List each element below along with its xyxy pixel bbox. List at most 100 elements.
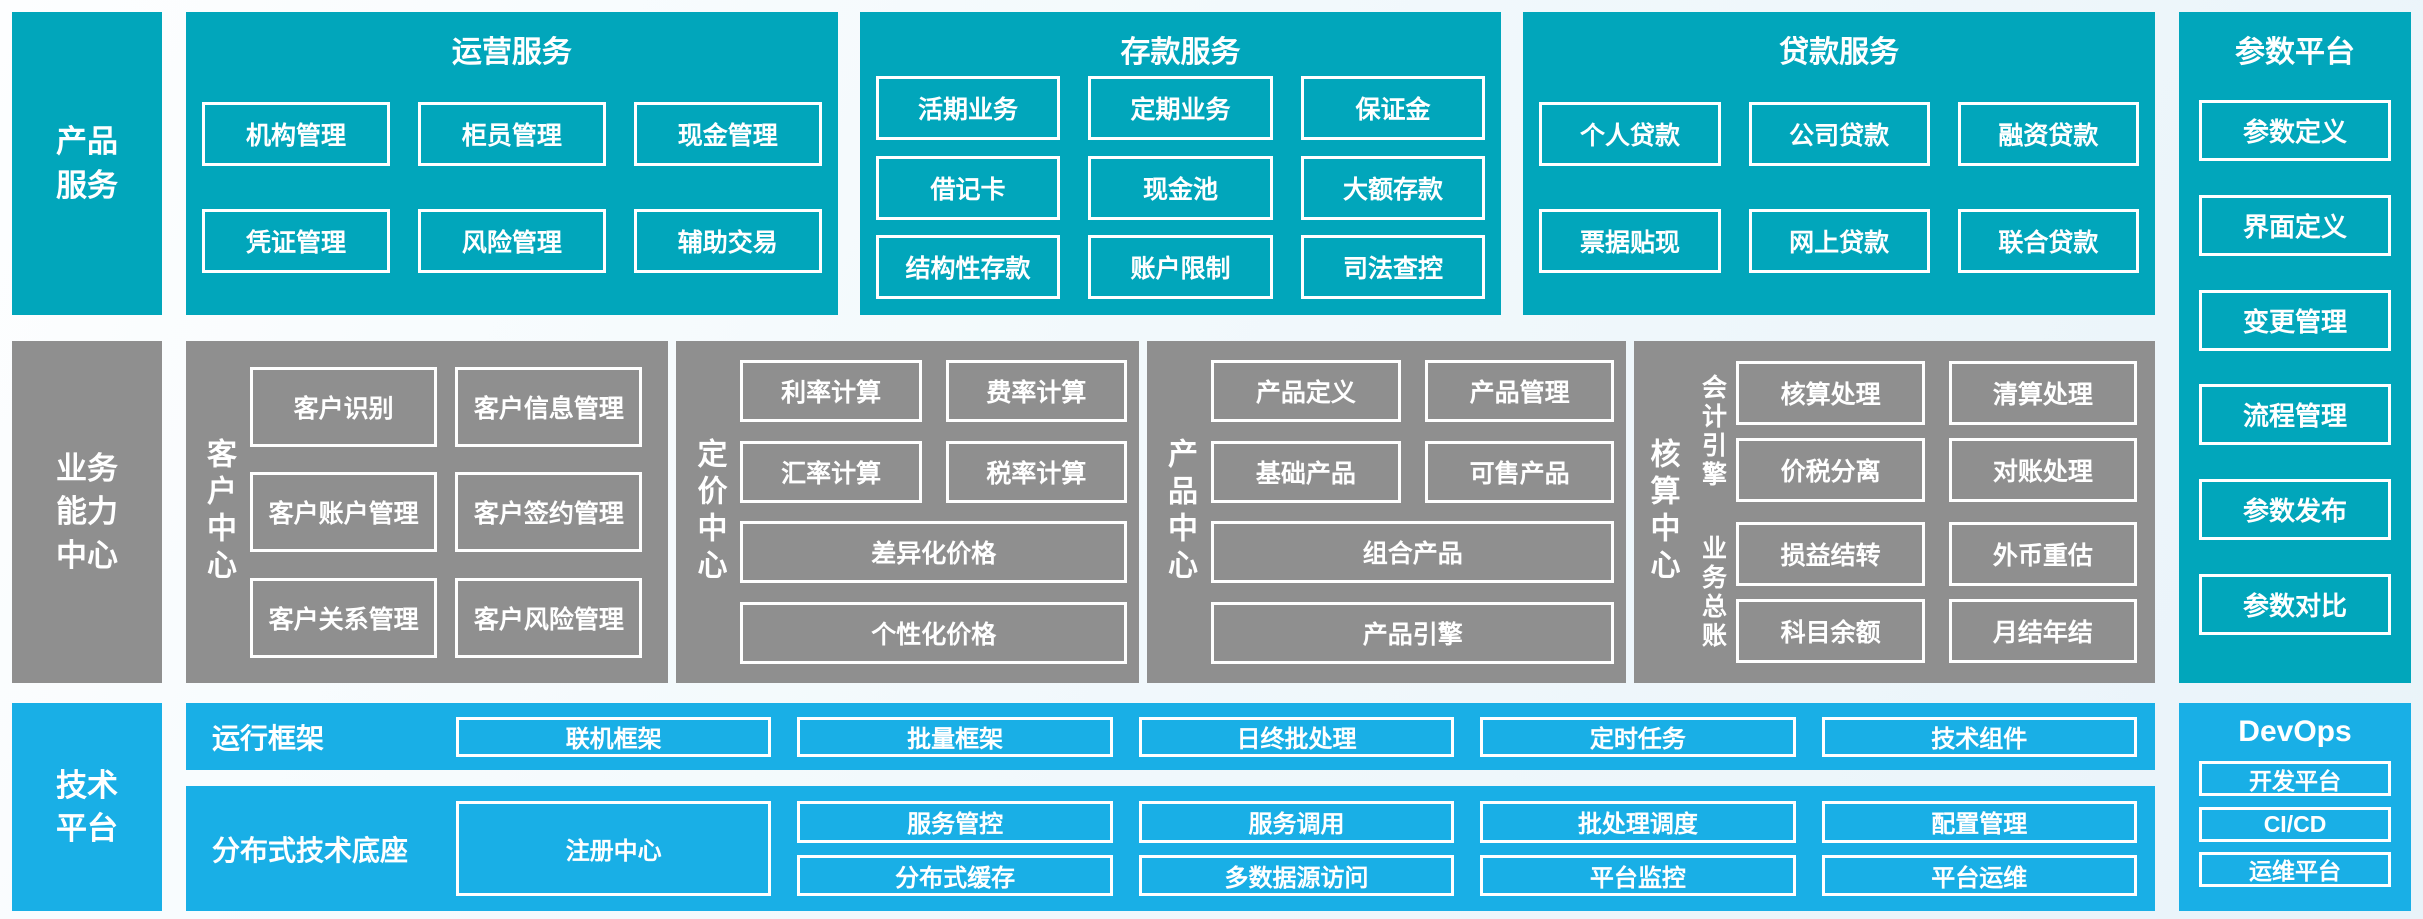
diagram-box: 保证金 [1300, 75, 1486, 140]
diagram-box: 个人贷款 [1539, 102, 1721, 167]
diagram-box: 活期业务 [875, 75, 1061, 140]
section-product-center: 产品中心 产品定义 产品管理 基础产品 可售产品 组合产品 产品引擎 [1146, 341, 1627, 683]
vertical-label-wrap: 核算中心 [1634, 341, 1688, 683]
section-title: 参数平台 [2235, 36, 2355, 69]
diagram-box: 税率计算 [945, 440, 1127, 503]
diagram-box: 借记卡 [875, 155, 1061, 220]
diagram-box: 分布式缓存 [797, 854, 1113, 896]
diagram-box: 融资贷款 [1957, 102, 2139, 167]
diagram-box: 定期业务 [1088, 75, 1273, 140]
sidebar-business-capability-center: 业务 能力 中心 [12, 341, 162, 683]
diagram-box: 技术组件 [1821, 716, 2137, 757]
tech-platform-rows: 运行框架 联机框架 批量框架 日终批处理 定时任务 技术组件 分布式技术底座 注… [186, 703, 2155, 911]
diagram-box: 价税分离 [1736, 438, 1925, 502]
diagram-box: 客户风险管理 [455, 577, 643, 658]
diagram-box: 司法查控 [1300, 235, 1486, 300]
section-deposit-services: 存款服务 活期业务 定期业务 保证金 借记卡 现金池 大额存款 结构性存款 账户… [859, 12, 1502, 315]
loan-grid: 个人贷款 公司贷款 融资贷款 票据贴现 网上贷款 联合贷款 [1523, 60, 2155, 315]
customer-grid: 客户识别 客户信息管理 客户账户管理 客户签约管理 客户关系管理 客户风险管理 [250, 341, 668, 683]
section-distributed-base: 分布式技术底座 注册中心 服务管控 服务调用 批处理调度 配置管理 分布式缓存 … [186, 786, 2155, 911]
diagram-box: 外币重估 [1948, 522, 2137, 586]
section-title: 存款服务 [1120, 36, 1241, 69]
section-customer-center: 客户中心 客户识别 客户信息管理 客户账户管理 客户签约管理 客户关系管理 客户… [186, 341, 669, 683]
diagram-box: 开发平台 [2199, 761, 2391, 797]
diagram-box: 定时任务 [1480, 716, 1796, 757]
diagram-box: 辅助交易 [633, 208, 822, 273]
bar-label: 分布式技术底座 [212, 834, 409, 866]
diagram-box: 柜员管理 [417, 102, 606, 167]
sidebar-product-services: 产品 服务 [12, 12, 162, 315]
diagram-box: 核算处理 [1736, 361, 1925, 425]
diagram-box: 汇率计算 [740, 440, 922, 503]
diagram-box: 大额存款 [1300, 155, 1486, 220]
section-parameter-platform: 参数平台 参数定义 界面定义 变更管理 流程管理 参数发布 参数对比 [2179, 12, 2411, 683]
diagram-box: 凭证管理 [202, 208, 390, 273]
group-vertical-label: 业务总账 [1698, 534, 1727, 651]
parameter-list: 参数定义 界面定义 变更管理 流程管理 参数发布 参数对比 [2179, 60, 2411, 683]
product-grid: 产品定义 产品管理 基础产品 可售产品 组合产品 产品引擎 [1210, 341, 1626, 683]
diagram-box: 月结年结 [1948, 599, 2137, 663]
diagram-box: CI/CD [2199, 806, 2391, 842]
diagram-box-registry: 注册中心 [456, 801, 772, 896]
section-vertical-label: 客户中心 [202, 438, 235, 586]
section-title: 贷款服务 [1779, 36, 1900, 69]
business-ledger-grid: 损益结转 外币重估 科目余额 月结年结 [1736, 522, 2137, 663]
section-vertical-label: 核算中心 [1645, 438, 1679, 586]
diagram-box: 平台运维 [1821, 854, 2137, 896]
diagram-box: 差异化价格 [740, 521, 1127, 584]
diagram-box: 客户信息管理 [455, 366, 643, 447]
business-ledger-group: 业务总账 损益结转 外币重估 科目余额 月结年结 [1688, 522, 2137, 663]
business-capability-row: 客户中心 客户识别 客户信息管理 客户账户管理 客户签约管理 客户关系管理 客户… [186, 341, 2155, 683]
bar-label: 运行框架 [212, 722, 325, 754]
vertical-label-wrap: 产品中心 [1147, 341, 1211, 683]
diagram-box: 机构管理 [202, 102, 390, 167]
sidebar-tech-platform: 技术 平台 [12, 703, 162, 911]
diagram-box: 流程管理 [2199, 384, 2391, 446]
accounting-body: 会计引擎 核算处理 清算处理 价税分离 对账处理 业务总账 损益结转 [1688, 341, 2155, 683]
diagram-box: 客户签约管理 [455, 472, 643, 552]
diagram-box: 批处理调度 [1480, 801, 1796, 843]
diagram-box: 界面定义 [2199, 194, 2391, 256]
diagram-box: 客户关系管理 [250, 577, 438, 658]
distributed-grid: 注册中心 服务管控 服务调用 批处理调度 配置管理 分布式缓存 多数据源访问 平… [456, 786, 2155, 911]
diagram-box: 现金管理 [633, 102, 822, 167]
diagram-box: 产品管理 [1424, 359, 1615, 422]
diagram-box: 网上贷款 [1748, 208, 1930, 273]
section-loan-services: 贷款服务 个人贷款 公司贷款 融资贷款 票据贴现 网上贷款 联合贷款 [1523, 12, 2155, 315]
diagram-box: 对账处理 [1948, 438, 2137, 502]
diagram-box: 现金池 [1088, 155, 1273, 220]
group-vertical-label: 会计引擎 [1698, 373, 1727, 490]
deposit-grid: 活期业务 定期业务 保证金 借记卡 现金池 大额存款 结构性存款 账户限制 司法… [860, 60, 1502, 315]
section-vertical-label: 产品中心 [1162, 438, 1196, 586]
diagram-box: 票据贴现 [1539, 208, 1721, 273]
diagram-box: 清算处理 [1948, 361, 2137, 425]
pricing-grid: 利率计算 费率计算 汇率计算 税率计算 差异化价格 个性化价格 [740, 341, 1138, 683]
diagram-box: 风险管理 [417, 208, 606, 273]
accounting-engine-grid: 核算处理 清算处理 价税分离 对账处理 [1736, 361, 2137, 502]
diagram-box: 参数发布 [2199, 479, 2391, 541]
diagram-box: 结构性存款 [875, 235, 1061, 300]
diagram-box: 配置管理 [1821, 801, 2137, 843]
diagram-box: 平台监控 [1480, 854, 1796, 896]
vertical-label-wrap: 定价中心 [676, 341, 740, 683]
vertical-label-wrap: 会计引擎 [1688, 361, 1736, 502]
runtime-grid: 联机框架 批量框架 日终批处理 定时任务 技术组件 [456, 703, 2155, 770]
diagram-box: 服务管控 [797, 801, 1113, 843]
diagram-box: 账户限制 [1088, 235, 1273, 300]
diagram-box: 联机框架 [456, 716, 772, 757]
diagram-box: 服务调用 [1138, 801, 1455, 843]
operations-grid: 机构管理 柜员管理 现金管理 凭证管理 风险管理 辅助交易 [186, 60, 838, 315]
diagram-box: 个性化价格 [740, 602, 1127, 665]
section-title: DevOps [2238, 715, 2352, 748]
diagram-box: 参数对比 [2199, 574, 2391, 636]
vertical-label-wrap: 客户中心 [186, 341, 250, 683]
diagram-box: 产品定义 [1210, 359, 1401, 422]
diagram-box: 可售产品 [1424, 440, 1615, 503]
diagram-box: 批量框架 [797, 716, 1113, 757]
diagram-box: 组合产品 [1210, 521, 1615, 584]
diagram-box: 联合贷款 [1957, 208, 2139, 273]
diagram-box: 产品引擎 [1210, 602, 1615, 665]
section-title: 运营服务 [451, 36, 572, 69]
diagram-box: 变更管理 [2199, 289, 2391, 351]
